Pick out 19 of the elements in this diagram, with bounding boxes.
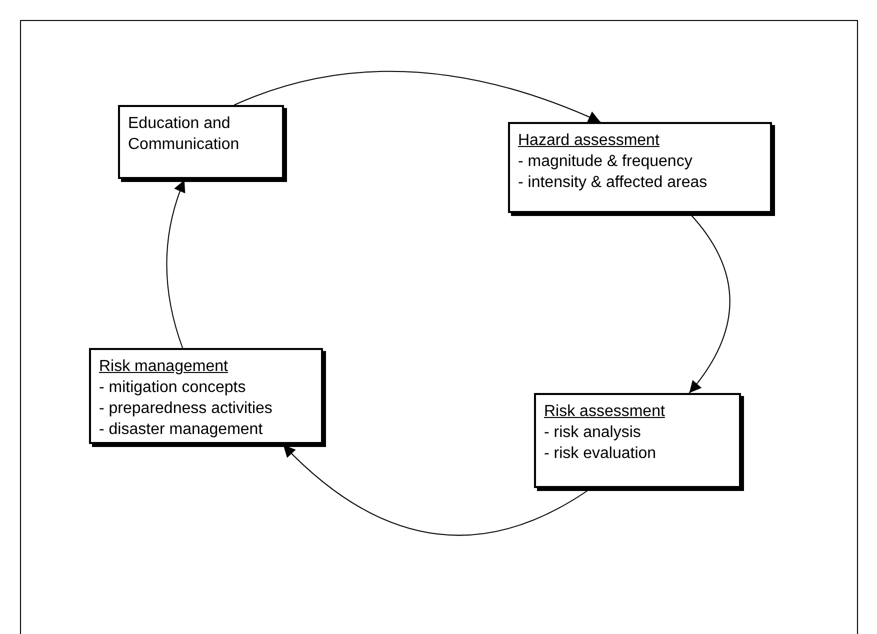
process-box [534,393,741,488]
box-text: - risk analysis [544,423,642,443]
box-heading: Risk management [99,357,229,377]
box-text: - preparedness activities [99,399,274,419]
process-box [118,105,284,179]
curved-arrow [234,71,601,123]
box-heading: Hazard assessment [518,131,660,151]
box-text: - mitigation concepts [99,378,247,398]
process-box [508,122,772,213]
process-box [89,348,323,444]
curved-arrow [282,444,590,536]
curved-arrow [166,180,186,348]
box-text: - risk evaluation [544,444,658,464]
box-text: - disaster management [99,420,264,440]
box-text: - magnitude & frequency [518,152,694,172]
box-text: - intensity & affected areas [518,173,708,193]
box-text: Education and Communication [128,114,240,155]
box-heading: Risk assessment [544,402,666,422]
curved-arrow [688,214,730,394]
